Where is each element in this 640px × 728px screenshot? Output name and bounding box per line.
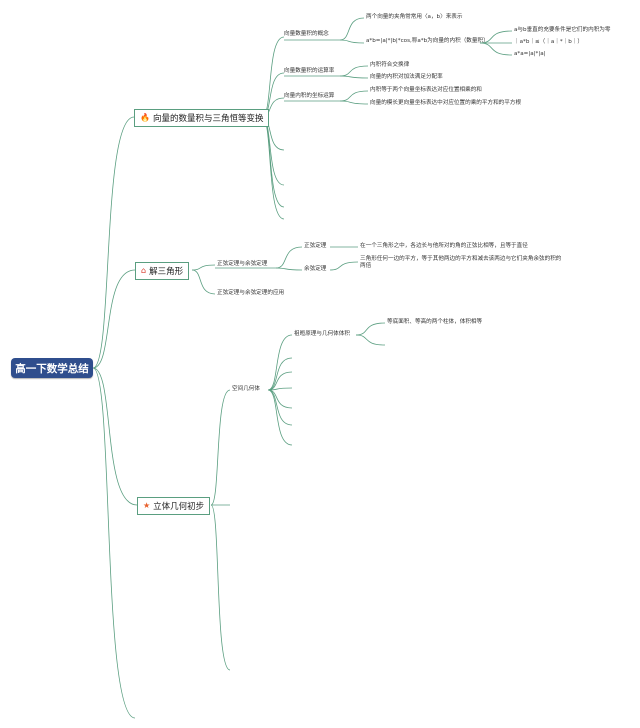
topic-perpendicular-condition[interactable]: a与b垂直的充要条件是它们的内积为零 [514, 27, 611, 33]
branch-solid-geometry[interactable]: ★ 立体几何初步 [137, 497, 211, 515]
topic-law-of-sines[interactable]: 正弦定理 [304, 243, 327, 249]
connector [267, 334, 293, 391]
connector [210, 389, 231, 506]
topic-coordinate-product[interactable]: 内积等于两个向量坐标表达对应位置相乘的和 [370, 87, 482, 93]
connector [329, 261, 359, 271]
connector [267, 357, 293, 391]
connector [261, 116, 285, 186]
branch-solving-triangles[interactable]: ⌂ 解三角形 [135, 262, 190, 280]
connector [267, 389, 293, 446]
topic-spatial-solids[interactable]: 空间几何体 [232, 386, 260, 392]
topic-inequality[interactable]: ｜a*b｜≤（｜a｜*｜b｜） [514, 39, 583, 45]
topic-law-of-cosines[interactable]: 余弦定理 [304, 266, 327, 272]
topic-commutative-law[interactable]: 内积符合交换律 [370, 62, 410, 68]
root-link-extra [92, 367, 136, 719]
connector [479, 42, 513, 56]
topic-self-product[interactable]: a*a=|a|*|a| [514, 51, 546, 57]
topic-equal-volume-statement[interactable]: 等底面积、等高的两个柱体，体积相等 [387, 319, 483, 325]
connector [210, 504, 231, 671]
topic-angle-notation[interactable]: 两个向量的夹角常常用〈a，b〉来表示 [366, 14, 463, 20]
connector [191, 264, 216, 271]
branch-label: 解三角形 [149, 267, 184, 277]
root-link-vector [92, 116, 135, 369]
connector [191, 269, 216, 295]
root-topic[interactable]: 高一下数学总结 [11, 358, 93, 378]
branch-vector-dot-product[interactable]: 🔥 向量的数量积与三角恒等变换 [134, 109, 270, 127]
root-link-triangles [92, 269, 136, 369]
branch-label: 向量的数量积与三角恒等变换 [152, 114, 264, 124]
flame-icon: 🔥 [140, 113, 150, 122]
connector [339, 90, 369, 102]
star-icon: ★ [143, 501, 151, 510]
topic-distributive-law[interactable]: 向量的内积对加法满足分配率 [370, 74, 443, 80]
connector [355, 334, 386, 346]
root-link-solid [92, 367, 138, 506]
topic-dot-product-laws[interactable]: 向量数量积的运算率 [284, 68, 335, 74]
topic-coordinate-operation[interactable]: 向量内积的坐标运算 [284, 93, 335, 99]
topic-inner-product-definition[interactable]: a*b=|a|*|b|*cos,称a*b为向量的内积（数量积） [366, 38, 489, 44]
topic-vector-magnitude[interactable]: 向量的模长更向量坐标表达中对应位置的乘的平方和的平方根 [370, 100, 522, 106]
connector [339, 75, 369, 79]
topic-laws-application[interactable]: 正弦定理与余弦定理的应用 [217, 290, 285, 296]
topic-law-of-cosines-statement[interactable]: 三角形任何一边的平方，等于其他两边的平方和减去该两边与它们夹角余弦的积的两倍 [360, 256, 562, 269]
house-icon: ⌂ [141, 266, 147, 275]
topic-dot-product-concept[interactable]: 向量数量积的概念 [284, 31, 329, 37]
connector [339, 39, 365, 44]
connector [339, 17, 365, 41]
connector [261, 36, 285, 118]
topic-cavalieri-volume[interactable]: 祖暅原理与几何体体积 [294, 331, 350, 337]
connector [339, 65, 369, 77]
connector [275, 246, 303, 269]
topic-sine-cosine-laws[interactable]: 正弦定理与余弦定理 [217, 261, 268, 267]
topic-law-of-sines-statement[interactable]: 在一个三角形之中，各边长与他所对的角的正弦比相等，且等于直径 [360, 243, 528, 249]
connector [275, 267, 303, 271]
branch-label: 立体几何初步 [153, 502, 205, 512]
connector [355, 322, 386, 336]
connector [267, 371, 293, 391]
connector [339, 100, 369, 105]
